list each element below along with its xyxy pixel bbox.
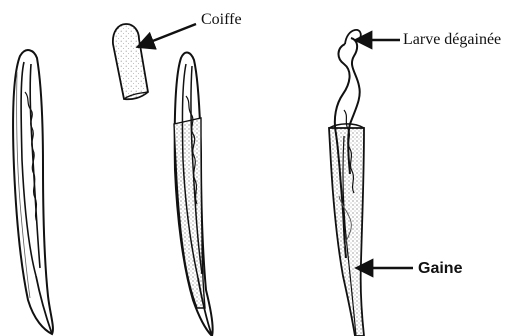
coiffe-arrow: [140, 24, 196, 46]
gaine-label: Gaine: [418, 261, 462, 277]
cap-shape: [113, 24, 148, 99]
right-empty-sheath: [329, 128, 364, 336]
sheathed-larva-left: [13, 50, 53, 334]
right-head-loop: [345, 30, 361, 44]
sheathed-larva-middle: [174, 52, 213, 336]
middle-lower-sheath: [174, 118, 205, 308]
coiffe-removed-cap: [113, 24, 148, 99]
larve-degainee-label: Larve dégainée: [403, 32, 501, 48]
coiffe-label: Coiffe: [201, 12, 242, 28]
exsheathed-larva-right: [329, 30, 364, 336]
